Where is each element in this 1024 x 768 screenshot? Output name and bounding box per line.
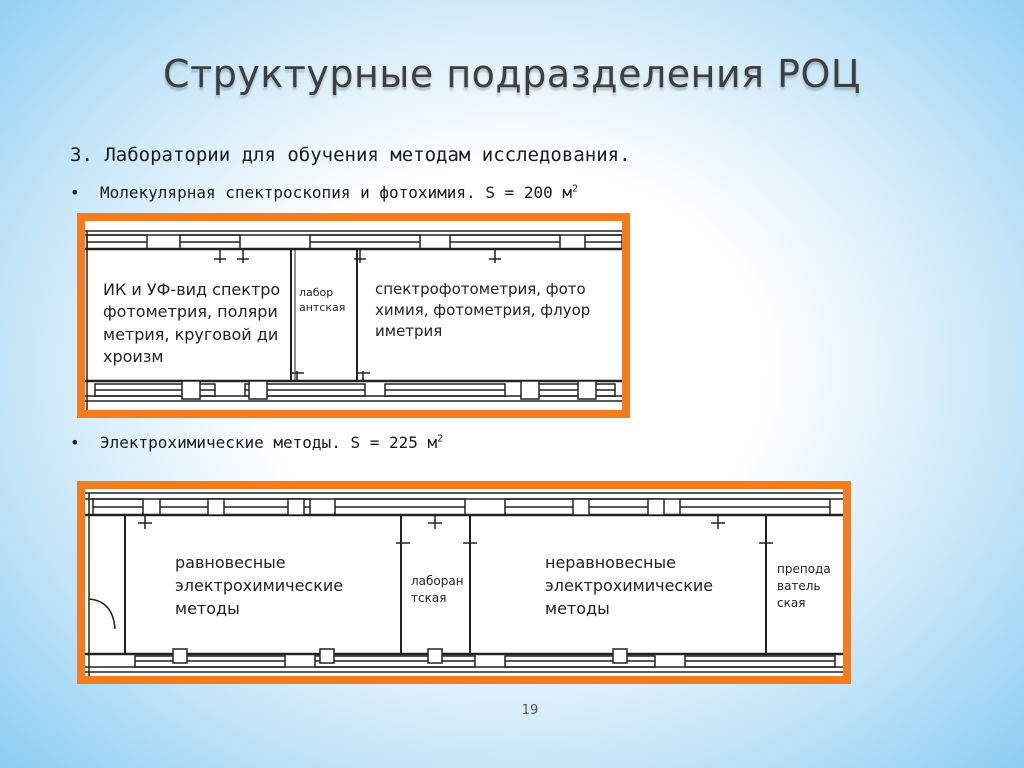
unit-superscript: 2 [437,433,444,445]
room-teachers: препода ватель ская [777,561,831,611]
room-spectrophotometry: спектрофотометрия, фото химия, фотометри… [375,279,590,342]
bullet-text: Молекулярная спектроскопия и фотохимия. … [100,183,573,202]
bullet-spectroscopy: • Молекулярная спектроскопия и фотохимия.… [70,183,578,202]
room-label-line: спектрофотометрия, фото [375,280,586,298]
room-label-line: ватель [777,578,821,593]
room-label-line: ИК и УФ-вид спектро [103,280,281,299]
room-label-line: метрия, круговой ди [103,324,279,344]
room-label-line: хроизм [103,347,164,367]
room-equilibrium-methods: равновесные электрохимические методы [175,551,343,621]
room-label-line: равновесные [175,553,286,572]
room-label-line: химия, фотометрия, флуор [375,301,591,319]
floor-plan-spectroscopy: ИК и УФ-вид спектро фотометрия, поляри м… [77,213,630,418]
room-label-line: методы [175,599,240,619]
unit-superscript: 2 [572,183,579,195]
room-nonequilibrium-methods: неравновесные электрохимические методы [545,551,713,621]
floor-plan-drawing [85,492,843,676]
bullet-electrochemistry: • Электрохимические методы. S = 225 м2 [70,433,443,452]
room-lab-assistant: лабор антская [299,285,345,316]
floor-plan-electrochemistry: равновесные электрохимические методы лаб… [77,481,851,684]
bullet-marker: • [70,183,80,202]
bullet-text: Электрохимические методы. S = 225 м [100,433,438,452]
room-label-line: лаборан [411,574,464,588]
slide-title: Структурные подразделения РОЦ [163,52,861,96]
room-label-line: ская [777,595,806,610]
room-label-line: лабор [299,286,334,299]
room-label-line: фотометрия, поляри [103,302,278,322]
room-label-line: иметрия [375,322,443,340]
page-number: 19 [521,703,539,718]
room-label-line: электрохимические [545,576,714,596]
bullet-marker: • [70,433,80,452]
room-ir-uv: ИК и УФ-вид спектро фотометрия, поляри м… [103,279,280,369]
room-label-line: неравновесные [545,553,676,572]
room-label-line: тская [411,590,447,605]
room-label-line: антская [299,301,346,315]
room-label-line: методы [545,599,610,619]
section-heading: 3. Лаборатории для обучения методам иссл… [70,144,631,166]
room-label-line: препода [777,562,831,576]
floor-plan-drawing [85,230,622,410]
room-lab-assistant: лаборан тская [411,573,464,607]
room-label-line: электрохимические [175,576,344,596]
